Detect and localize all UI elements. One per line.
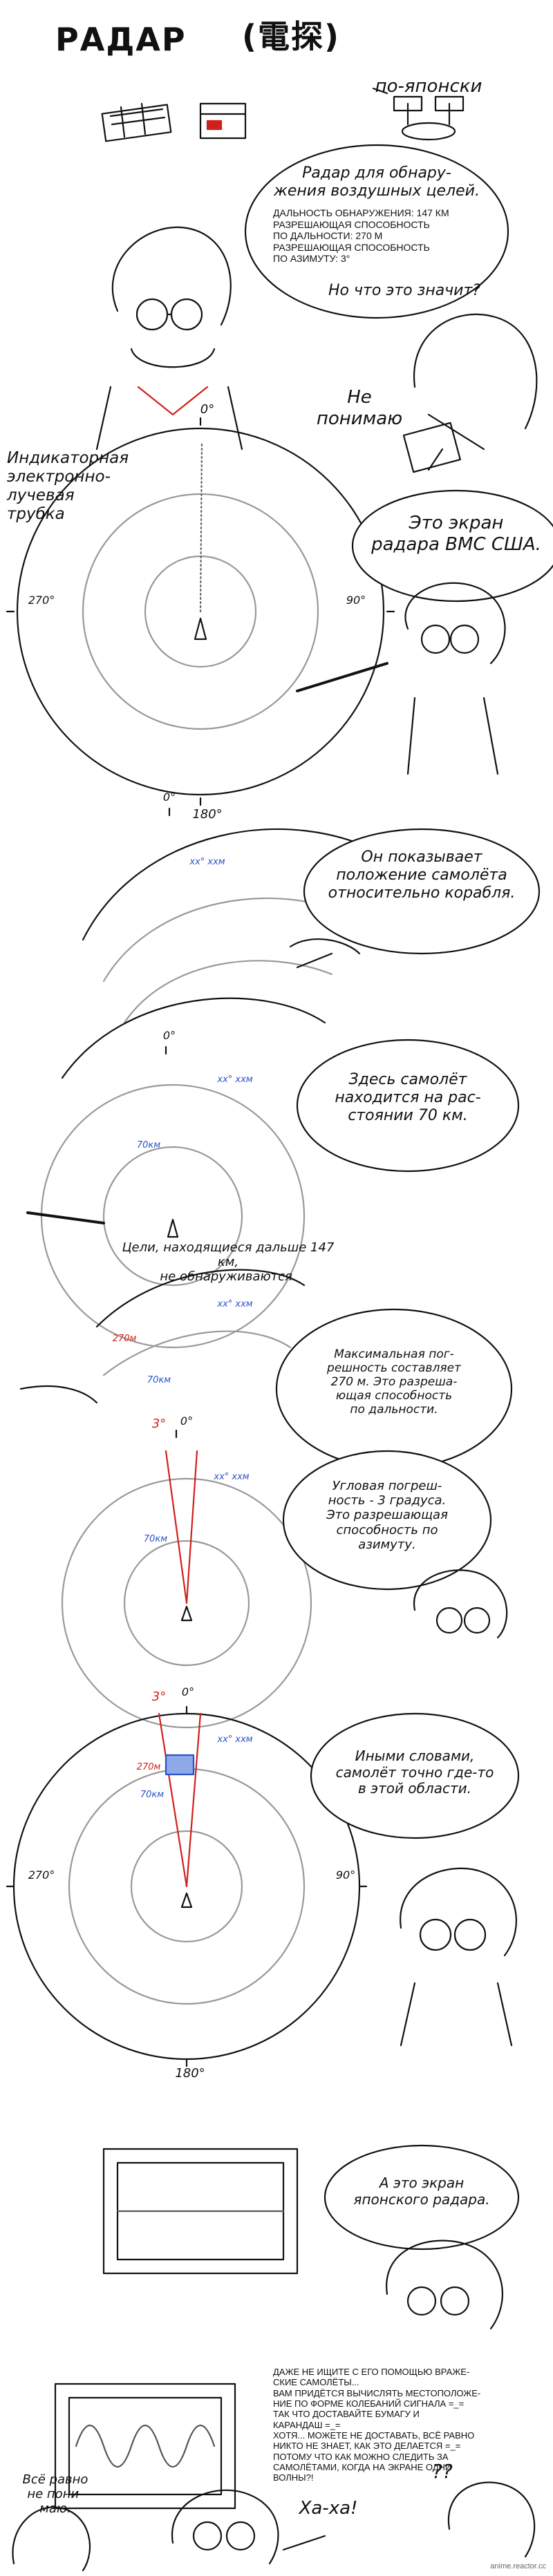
radar-equipment-sketch [101, 87, 465, 142]
speech-3: Это экран радара ВМС США. [371, 513, 541, 555]
bubble-8 [324, 2144, 520, 2251]
bubble-3 [303, 828, 541, 955]
speech-2-reply: Не понимаю [316, 387, 403, 429]
label-180-deg-2: 180° [175, 2066, 205, 2081]
radar-scope-1 [6, 417, 395, 806]
label-xx-3: хх° ххм [217, 1299, 253, 1309]
glasses-girl-1 [95, 226, 243, 451]
radar-scope-sector [61, 1429, 312, 1729]
label-xx-4: хх° ххм [214, 1472, 250, 1482]
label-90-deg-2: 90° [335, 1868, 356, 1882]
caption-range-limit: Цели, находящиеся дальше 147 км, не обна… [122, 1240, 335, 1285]
speech-1-specs: ДАЛЬНОСТЬ ОБНАРУЖЕНИЯ: 147 КМ РАЗРЕШАЮЩА… [273, 207, 449, 265]
label-70km-4: 70км [140, 1790, 165, 1800]
label-270-deg-1: 270° [28, 594, 55, 607]
label-0-deg-2: 0° [162, 790, 176, 804]
speech-4: Он показывает положение самолёта относит… [328, 849, 516, 902]
bubble-2 [351, 489, 553, 603]
japanese-radar-screen [102, 2148, 299, 2275]
label-180-deg-1: 180° [192, 807, 223, 822]
radar-scope-zoom-3 [19, 1269, 306, 1404]
final-characters [12, 2481, 536, 2572]
blonde-girl-1 [402, 313, 538, 473]
radar-scope-zoom-2 [26, 997, 326, 1349]
label-xx-1: хх° ххм [189, 857, 225, 867]
label-xx-2: хх° ххм [217, 1074, 253, 1085]
label-3-deg-1: 3° [151, 1417, 167, 1431]
label-xx-5: хх° ххм [217, 1734, 253, 1745]
label-70km-3: 70км [143, 1534, 168, 1544]
label-crt: Индикаторная электронно- лучевая трубка [7, 449, 129, 524]
watermark: anime.reactor.cc [490, 2562, 546, 2570]
comic-title-kanji: (電探) [242, 18, 341, 55]
radar-scope-2 [6, 1705, 368, 2067]
label-90-deg-1: 90° [346, 594, 366, 607]
speech-7: Угловая погреш- ность - 3 градуса. Это р… [326, 1479, 448, 1552]
title-note: по-японски [375, 76, 482, 97]
bubble-7 [310, 1712, 520, 1839]
comic-title: РАДАР [55, 21, 187, 58]
oscilloscope-screen [54, 2383, 236, 2510]
label-0-deg-5: 0° [181, 1685, 195, 1698]
speech-8: Иными словами, самолёт точно где-то в эт… [335, 1748, 494, 1797]
speech-1-question: Но что это значит? [328, 282, 480, 299]
glasses-girl-4 [386, 2239, 503, 2330]
bubble-1 [244, 144, 509, 319]
label-0-deg-4: 0° [180, 1414, 194, 1428]
speech-5: Здесь самолёт находится на рас- стоянии … [335, 1071, 481, 1124]
speech-6: Максимальная пог- решность составляет 27… [327, 1347, 461, 1417]
glasses-girl-pointer [296, 582, 506, 775]
caption-japanese-radar: ДАЖЕ НЕ ИЩИТЕ С ЕГО ПОМОЩЬЮ ВРАЖЕ- СКИЕ … [273, 2367, 481, 2483]
bubble-6 [282, 1450, 492, 1591]
label-70km-2: 70км [147, 1375, 171, 1385]
speech-1: Радар для обнару- жения воздушных целей. [274, 164, 480, 200]
label-3-deg-2: 3° [151, 1689, 167, 1704]
speech-10-confused: ?? [432, 2460, 453, 2483]
speech-10-laugh: Ха-ха! [299, 2498, 358, 2519]
label-270m: 270м [112, 1334, 137, 1344]
label-270-deg-2: 270° [28, 1868, 55, 1882]
glasses-girl-3 [400, 1867, 517, 2047]
speech-9: А это экран японского радара. [353, 2175, 490, 2208]
hand-pointer-1 [289, 938, 361, 969]
speech-10-left: Всё равно не пони- маю. [22, 2472, 88, 2517]
label-0-deg-3: 0° [162, 1029, 176, 1042]
glasses-girl-2 [413, 1569, 508, 1639]
bubble-4 [296, 1039, 520, 1173]
label-270m-2: 270м [136, 1762, 161, 1772]
label-0-deg-1: 0° [200, 402, 215, 417]
label-70km: 70км [136, 1140, 161, 1150]
